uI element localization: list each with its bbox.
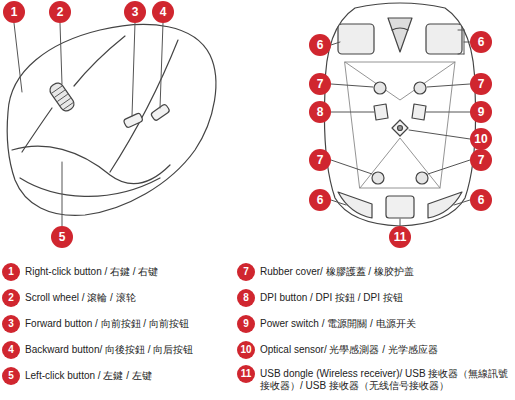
part-description: Scroll wheel / 滾輪 / 滚轮 bbox=[25, 292, 225, 304]
list-number: 4 bbox=[2, 341, 20, 359]
callout-number: 6 bbox=[470, 31, 492, 53]
list-number: 9 bbox=[237, 315, 255, 333]
part-description: Power switch / 電源開關 / 电源开关 bbox=[260, 318, 510, 330]
callout-number: 10 bbox=[470, 128, 492, 150]
list-number: 8 bbox=[237, 289, 255, 307]
callout-number: 5 bbox=[51, 226, 73, 248]
part-description: Left-click button / 左鍵 / 左键 bbox=[25, 370, 225, 382]
part-description: Forward button / 向前按鈕 / 向前按钮 bbox=[25, 318, 225, 330]
callout-number: 7 bbox=[309, 73, 331, 95]
part-description: Rubber cover/ 橡膠護蓋 / 橡胶护盖 bbox=[260, 266, 510, 278]
list-number: 7 bbox=[237, 263, 255, 281]
callout-number: 7 bbox=[470, 73, 492, 95]
callout-number: 11 bbox=[389, 226, 411, 248]
part-description: Right-click button / 右鍵 / 右键 bbox=[25, 266, 225, 278]
callout-number: 6 bbox=[470, 189, 492, 211]
callout-number: 2 bbox=[49, 1, 71, 23]
part-description: Backward button/ 向後按鈕 / 向后按钮 bbox=[25, 344, 225, 356]
part-description: Optical sensor/ 光學感測器 / 光学感应器 bbox=[260, 344, 510, 356]
list-number: 11 bbox=[237, 365, 255, 383]
part-description: DPI button / DPI 按鈕 / DPI 按钮 bbox=[260, 292, 510, 304]
part-description: USB dongle (Wireless receiver)/ USB 接收器（… bbox=[260, 368, 510, 392]
callout-number: 8 bbox=[309, 101, 331, 123]
list-number: 2 bbox=[2, 289, 20, 307]
callout-number: 1 bbox=[3, 1, 25, 23]
callout-number: 3 bbox=[124, 1, 146, 23]
list-number: 10 bbox=[237, 341, 255, 359]
callout-number: 7 bbox=[470, 149, 492, 171]
list-number: 3 bbox=[2, 315, 20, 333]
callout-number: 9 bbox=[470, 101, 492, 123]
callout-number: 6 bbox=[309, 34, 331, 56]
list-number: 5 bbox=[2, 367, 20, 385]
callout-number: 6 bbox=[309, 189, 331, 211]
callout-number: 4 bbox=[152, 1, 174, 23]
list-number: 1 bbox=[2, 263, 20, 281]
callout-number: 7 bbox=[309, 149, 331, 171]
